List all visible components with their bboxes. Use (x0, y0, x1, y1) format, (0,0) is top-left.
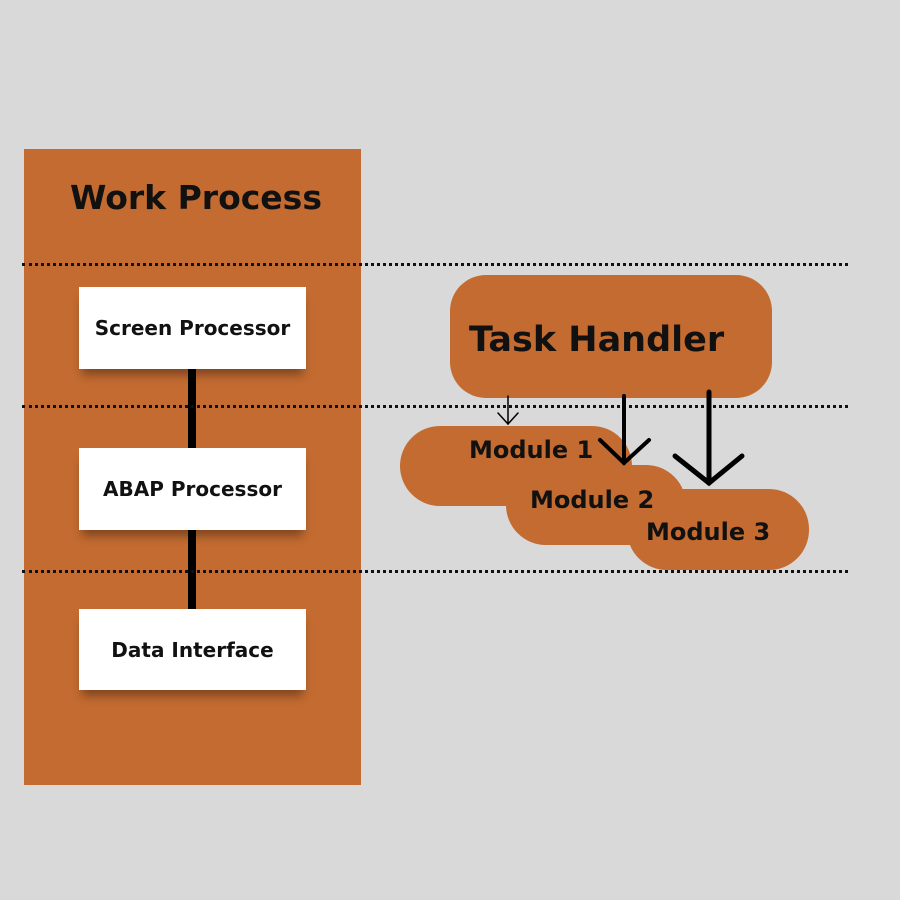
separator-line (22, 570, 848, 573)
abap-processor-label: ABAP Processor (103, 477, 282, 501)
separator-line (22, 405, 848, 408)
module-2-label: Module 2 (530, 486, 655, 514)
arrow-to-module-1 (497, 395, 519, 426)
task-handler-title: Task Handler (469, 320, 725, 360)
connector-abap-data (188, 530, 196, 609)
arrow-to-module-2 (598, 394, 651, 466)
module-3-shape (627, 489, 809, 570)
screen-processor-label: Screen Processor (94, 316, 291, 340)
task-handler-box (450, 275, 772, 398)
work-process-title: Work Process (70, 178, 322, 217)
module-3-label: Module 3 (646, 518, 771, 546)
arrow-to-module-3 (672, 389, 745, 487)
screen-processor-box: Screen Processor (79, 287, 306, 369)
module-1-label: Module 1 (469, 436, 594, 464)
data-interface-label: Data Interface (111, 637, 274, 662)
data-interface-box: Data Interface (79, 609, 306, 690)
abap-processor-box: ABAP Processor (79, 448, 306, 530)
separator-line (22, 263, 848, 266)
connector-screen-abap (188, 369, 196, 449)
